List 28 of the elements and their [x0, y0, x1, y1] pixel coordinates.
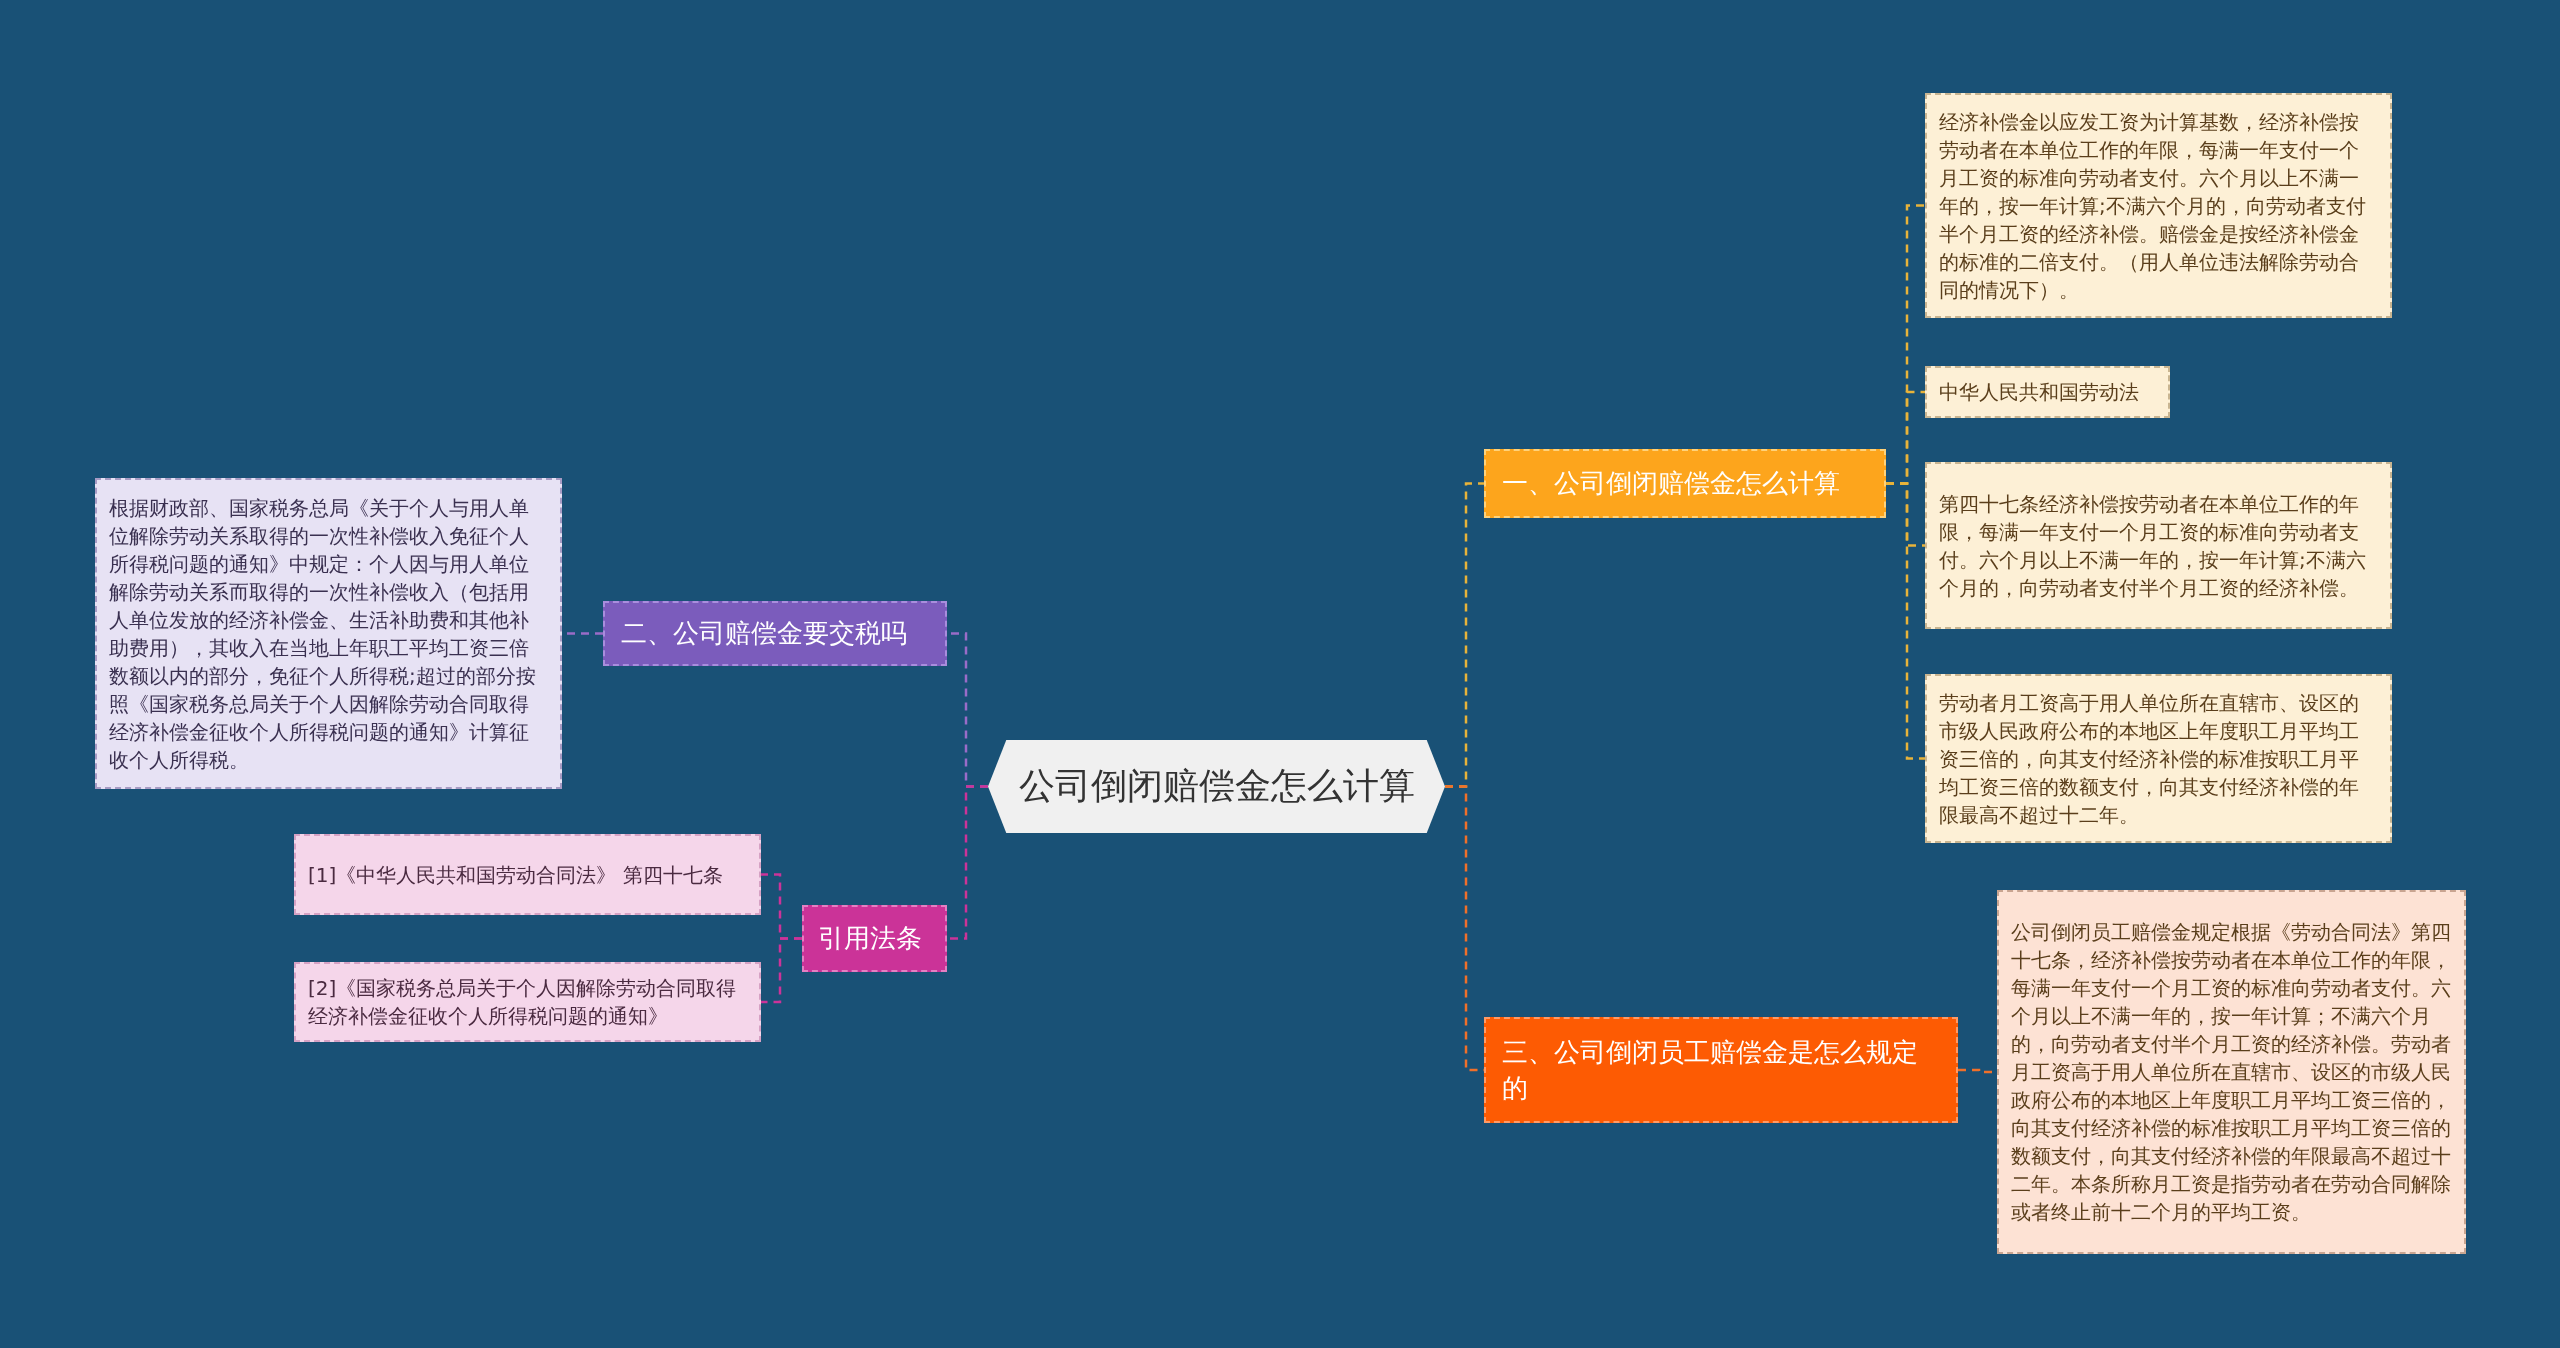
node-text: 公司倒闭员工赔偿金规定根据《劳动合同法》第四十七条，经济补偿按劳动者在本单位工作的年限，每满一年支付一个月工资的标准向劳动者支付。六个月以上不满一年的，按一年计算；不满六个月的，向劳动者支付半个月工资的经济补偿。劳动者月工资高于用人单位所在直辖市、设区的市级人民政府公布的本地区上年度职工月平均工资三倍的，向其支付经济补偿的标准按职工月平均工资三倍的数额支付，向其支付经济补偿的年限最高不超过十二年。本条所称月工资是指劳动者在劳动合同解除或者终止前十二个月的平均工资。 — [2011, 919, 2452, 1226]
connector-line — [761, 937, 802, 1004]
node-text: 根据财政部、国家税务总局《关于个人与用人单位解除劳动关系取得的一次性补偿收入免征个人所得税问题的通知》中规定：个人因与用人单位解除劳动关系而取得的一次性补偿收入（包括用人单位发放的经济补偿金、生活补助费和其他补助费用），其收入在当地上年职工平均工资三倍数额以内的部分，免征个人所得税;超过的部分按照《国家税务总局关于个人因解除劳动合同取得经济补偿金征收个人所得税问题的通知》计算征收个人所得税。 — [109, 494, 537, 774]
node-text: 经济补偿金以应发工资为计算基数，经济补偿按劳动者在本单位工作的年限，每满一年支付一个月工资的标准向劳动者支付。六个月以上不满一年的，按一年计算;不满六个月的，向劳动者支付半个月工资的经济补偿。赔偿金是按经济补偿金的标准的二倍支付。（用人单位违法解除劳动合同的情况下）。 — [1939, 108, 2367, 304]
node-text: 引用法条 — [818, 922, 923, 956]
node-text: [1]《中华人民共和国劳动合同法》 第四十七条 — [308, 861, 724, 889]
reference-box — [294, 834, 761, 915]
connector-line — [947, 785, 988, 940]
node-text: 一、公司倒闭赔偿金怎么计算 — [1502, 467, 1841, 501]
detail-box — [1925, 366, 2170, 418]
node-text: 第四十七条经济补偿按劳动者在本单位工作的年限，每满一年支付一个月工资的标准向劳动者支付。六个月以上不满一年的，按一年计算;不满六个月的，向劳动者支付半个月工资的经济补偿。 — [1939, 490, 2367, 602]
topic-box — [1484, 1017, 1958, 1123]
node-text: 劳动者月工资高于用人单位所在直辖市、设区的市级人民政府公布的本地区上年度职工月平均工资三倍的，向其支付经济补偿的标准按职工月平均工资三倍的数额支付，向其支付经济补偿的年限最高不超过十二年。 — [1939, 689, 2360, 829]
topic-box — [1484, 449, 1886, 518]
detail-box — [1925, 462, 2392, 629]
reference-box — [294, 962, 761, 1042]
detail-box — [1925, 674, 2392, 843]
detail-box — [1925, 93, 2392, 318]
topic-box — [802, 905, 947, 972]
detail-box — [95, 478, 562, 789]
node-text: [2]《国家税务总局关于个人因解除劳动合同取得经济补偿金征收个人所得税问题的通知》 — [308, 975, 738, 1030]
node-text: 中华人民共和国劳动法 — [1939, 379, 2140, 406]
detail-box — [1997, 890, 2466, 1254]
topic-box — [603, 601, 947, 666]
node-text: 三、公司倒闭员工赔偿金是怎么规定的 — [1502, 1035, 1919, 1105]
connector-line — [1886, 482, 1925, 760]
node-text: 二、公司赔偿金要交税吗 — [621, 617, 908, 651]
title-text: 公司倒闭赔偿金怎么计算 — [1018, 764, 1415, 809]
